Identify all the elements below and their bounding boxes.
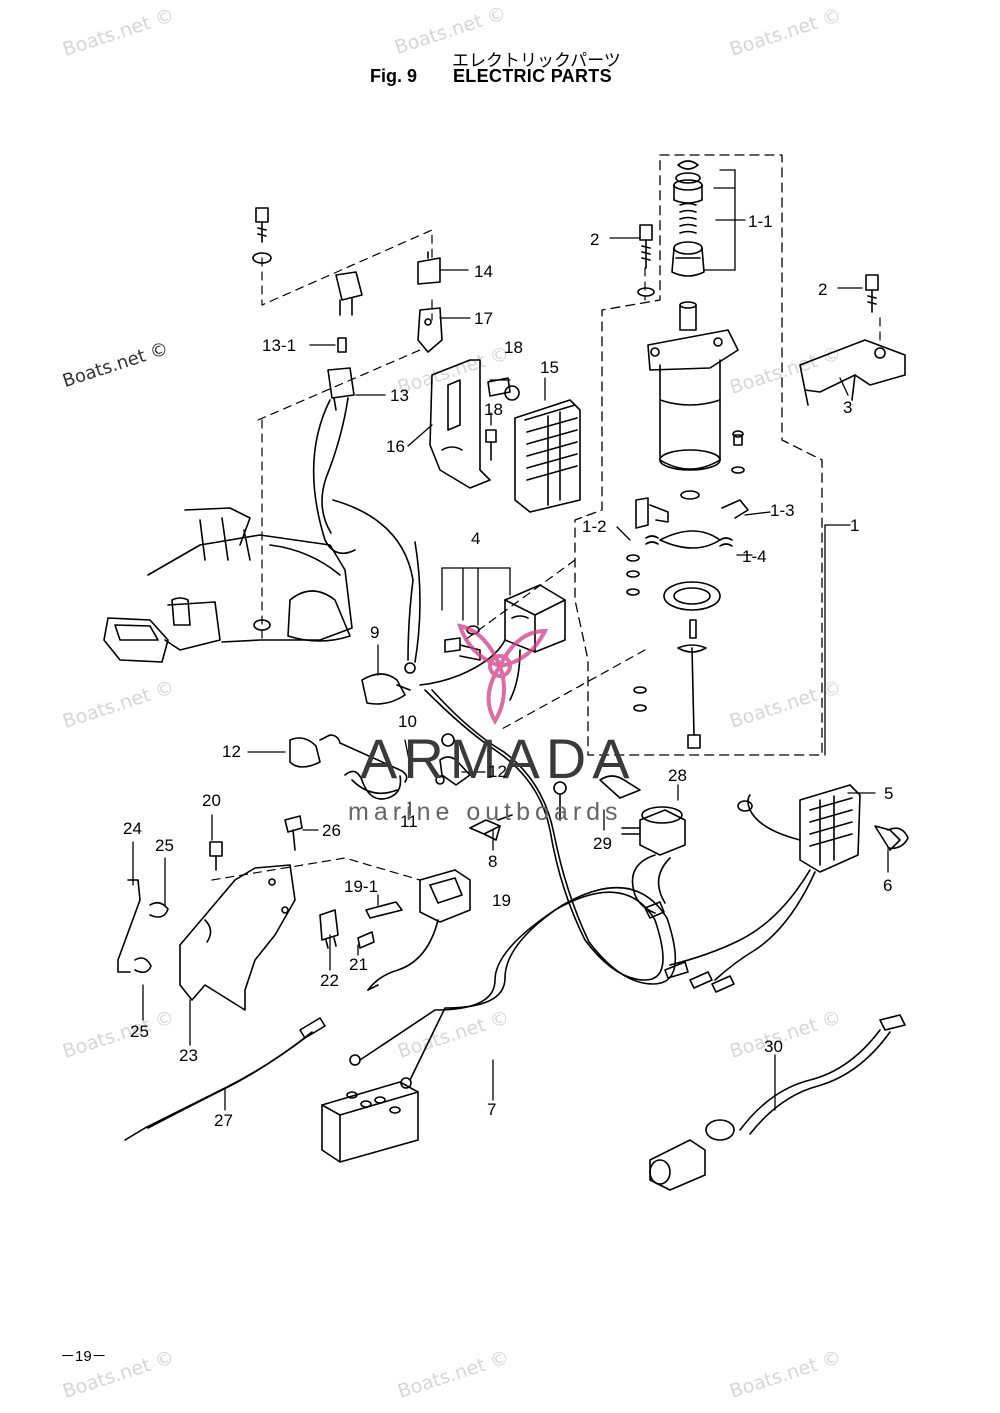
cable-27 [124,1017,326,1141]
callout-1-2: 1-2 [582,517,607,536]
starter-bracket [799,274,906,406]
callout-25: 25 [155,836,174,855]
callout-25: 25 [130,1022,149,1041]
callout-16: 16 [386,437,405,456]
callout-2: 2 [590,230,600,249]
armada-logo-tagline: marine outboards [348,798,623,826]
callout-14: 14 [474,262,493,281]
switch-28 [599,775,686,919]
callout-24: 24 [123,819,142,838]
callout-3: 3 [843,398,853,417]
callout-1-1: 1-1 [748,212,773,231]
bracket-23 [117,815,303,1011]
callout-2: 2 [818,280,828,299]
callout-6: 6 [883,876,893,895]
callout-1-3: 1-3 [770,501,795,520]
engine-casing [103,507,353,663]
relay-group [252,207,443,555]
callout-11: 11 [400,812,418,831]
callout-1-4: 1-4 [742,547,767,566]
callout-29: 29 [593,834,612,853]
callout-19-1: 19-1 [344,877,379,896]
callout-10: 10 [398,712,417,731]
callout-9: 9 [370,623,380,642]
mount-plate [429,359,520,489]
starter-bolt [637,224,655,297]
callout-26: 26 [322,821,341,840]
brush-assembly [626,497,749,749]
callout-22: 22 [320,971,339,990]
callout-12: 12 [222,742,241,761]
callout-15: 15 [540,358,559,377]
callout-17: 17 [474,309,493,328]
armada-logo-mark [457,623,549,725]
figure-number: Fig. 9 [370,66,418,86]
armada-logo-text: ARMADA [360,727,636,790]
page-title: ELECTRIC PARTS [453,66,612,86]
dashed-leaders [211,229,881,881]
starter-group-boundary [574,154,823,756]
callout-28: 28 [668,766,687,785]
sender-30 [649,1014,906,1191]
starter-motor [647,160,745,500]
rectifier-block [514,399,581,513]
regulator [664,784,909,993]
main-harness [349,689,677,1089]
callout-13-1: 13-1 [262,336,297,355]
callout-18: 18 [504,338,523,357]
callout-4: 4 [471,529,481,548]
leader-lines [132,169,889,1111]
title-japanese: エレクトリックパーツ [452,51,621,71]
page-number: －19－ [60,1348,107,1365]
battery [321,1081,419,1163]
callout-8: 8 [488,852,498,871]
callout-19: 19 [492,891,511,910]
callout-27: 27 [214,1111,233,1130]
callout-30: 30 [764,1037,783,1056]
callout-1: 1 [850,516,860,535]
callout-12: 12 [488,762,507,781]
callout-21: 21 [349,955,368,974]
switch-bracket-19 [319,869,471,991]
callout-5: 5 [884,784,894,803]
callout-18: 18 [484,400,503,419]
cable-and-caps [289,499,471,800]
bolt-8 [469,814,513,841]
callout-23: 23 [179,1046,198,1065]
callout-13: 13 [390,386,409,405]
callout-7: 7 [487,1100,497,1119]
callout-20: 20 [202,791,221,810]
